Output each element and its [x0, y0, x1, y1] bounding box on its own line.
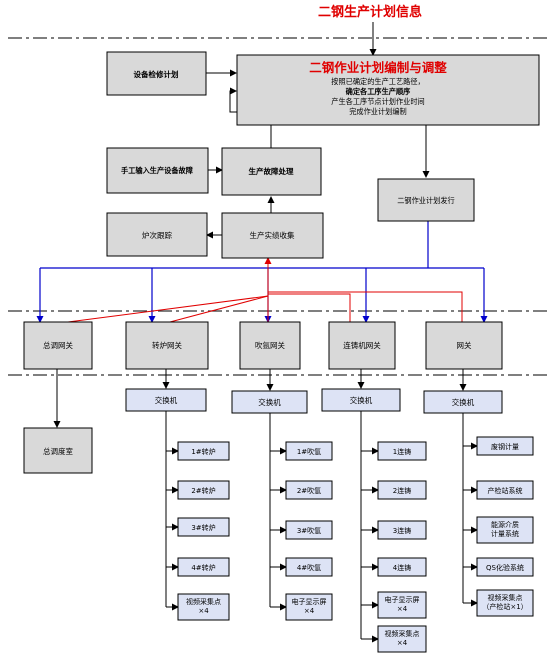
gateway-converter[interactable]: 转炉网关	[125, 321, 209, 370]
fault-handling-box[interactable]: 生产故障处理	[221, 147, 322, 196]
device-node-label: 视频采集点	[385, 629, 420, 638]
device-node[interactable]: 电子显示屏×4	[285, 593, 333, 621]
gateway-argon[interactable]: 吹氩网关	[239, 321, 301, 370]
device-node[interactable]: 视频采集点×4	[377, 625, 427, 653]
main-plan-heading: 二钢作业计划编制与调整	[309, 60, 447, 75]
device-node-label: 视频采集点	[186, 597, 221, 606]
device-node-label: 电子显示屏	[385, 595, 420, 604]
device-node-label: ×4	[397, 605, 408, 613]
device-node[interactable]: 4#转炉	[177, 557, 230, 577]
device-node[interactable]: 电子显示屏×4	[377, 591, 427, 619]
gateway-dispatch[interactable]: 总调网关	[23, 321, 93, 370]
performance-collection-label: 生产实绩收集	[250, 230, 295, 240]
gateway-caster[interactable]: 连铸机网关	[328, 321, 396, 370]
dispatch-room-label: 总调度室	[43, 446, 73, 456]
device-node[interactable]: 1连铸	[377, 441, 427, 461]
device-node-label: 视频采集点	[488, 593, 523, 602]
device-node-label: 4#吹氩	[297, 563, 321, 572]
dispatch-room-box[interactable]: 总调度室	[23, 427, 93, 474]
gateway-connectors	[53, 369, 467, 428]
device-node[interactable]: 4#吹氩	[285, 557, 333, 577]
switch-label: 交换机	[350, 395, 373, 405]
manual-fault-input-label: 手工输入生产设备故障	[121, 166, 194, 175]
device-node-label: 3#转炉	[191, 523, 215, 532]
device-node-label: 能源介质	[491, 520, 519, 529]
device-node-label: ×4	[198, 607, 209, 615]
device-node-label: 2连铸	[393, 486, 411, 495]
device-node-label: （产检站×1）	[482, 602, 527, 611]
plan-release-label: 二钢作业计划发行	[397, 196, 455, 205]
device-node[interactable]: 2#吹氩	[285, 480, 333, 500]
device-node[interactable]: 2#转炉	[177, 480, 230, 500]
gateway-argon-label: 吹氩网关	[255, 340, 285, 350]
device-node[interactable]: 3连铸	[377, 520, 427, 540]
device-node[interactable]: 3#吹氩	[285, 520, 333, 540]
gateway-generic-label: 网关	[457, 340, 472, 350]
switch-box-3[interactable]: 交换机	[321, 388, 401, 412]
main-plan-line-2: 确定各工序生产顺序	[346, 87, 412, 96]
main-plan-line-1: 按照已确定的生产工艺路径，	[331, 77, 424, 86]
maintenance-plan-box[interactable]: 设备检修计划	[106, 51, 207, 96]
device-node-label: 1#转炉	[191, 447, 215, 456]
switch-box-4[interactable]: 交换机	[423, 390, 503, 414]
device-node-label: 1#吹氩	[297, 447, 321, 456]
device-node-label: 产检站系统	[488, 486, 523, 495]
performance-collection-box[interactable]: 生产实绩收集	[221, 212, 324, 259]
device-nodes: 交换机1#转炉2#转炉3#转炉4#转炉视频采集点×4交换机1#吹氩2#吹氩3#吹…	[125, 388, 534, 653]
switch-label: 交换机	[452, 397, 475, 407]
device-node-label: 4#转炉	[191, 563, 215, 572]
device-node[interactable]: 产检站系统	[476, 480, 534, 500]
plan-release-box[interactable]: 二钢作业计划发行	[377, 178, 475, 222]
device-node-label: ×4	[397, 639, 408, 647]
switch-box-1[interactable]: 交换机	[125, 388, 207, 412]
main-plan-line-3: 产生各工序节点计划作业时间	[331, 97, 424, 106]
device-node-label: 3#吹氩	[297, 526, 321, 535]
device-node[interactable]: QS化验系统	[476, 557, 534, 577]
device-node-label: 2#转炉	[191, 486, 215, 495]
device-node[interactable]: 废钢计量	[476, 436, 534, 456]
device-node-label: ×4	[304, 607, 315, 615]
device-node[interactable]: 1#吹氩	[285, 441, 333, 461]
device-node-label: 1连铸	[393, 447, 411, 456]
device-node-label: 废钢计量	[491, 442, 519, 451]
device-node[interactable]: 视频采集点×4	[177, 593, 230, 621]
device-node-label: 3连铸	[393, 526, 411, 535]
main-plan-box[interactable]: 二钢作业计划编制与调整 按照已确定的生产工艺路径， 确定各工序生产顺序 产生各工…	[236, 54, 540, 126]
furnace-tracking-box[interactable]: 炉次跟踪	[106, 212, 208, 257]
switch-box-2[interactable]: 交换机	[231, 390, 308, 414]
device-node[interactable]: 1#转炉	[177, 441, 230, 461]
device-node-label: 电子显示屏	[292, 597, 327, 606]
gateway-caster-label: 连铸机网关	[343, 340, 381, 350]
device-node[interactable]: 视频采集点（产检站×1）	[476, 589, 534, 617]
device-node-label: 4连铸	[393, 563, 411, 572]
gateway-generic[interactable]: 网关	[425, 321, 503, 370]
switch-branches	[165, 411, 478, 643]
diagram-title: 二钢生产计划信息	[318, 4, 422, 20]
feedback-lines	[67, 257, 463, 323]
gateway-converter-label: 转炉网关	[152, 340, 182, 350]
main-plan-line-4: 完成作业计划编制	[349, 107, 407, 116]
device-node-label: QS化验系统	[486, 563, 524, 572]
device-node-label: 2#吹氩	[297, 486, 321, 495]
device-node-label: 计量系统	[491, 529, 519, 538]
device-node[interactable]: 2连铸	[377, 480, 427, 500]
device-node[interactable]: 4连铸	[377, 557, 427, 577]
device-node[interactable]: 3#转炉	[177, 517, 230, 537]
gateway-dispatch-label: 总调网关	[43, 340, 73, 350]
furnace-tracking-label: 炉次跟踪	[142, 230, 172, 240]
fault-handling-label: 生产故障处理	[249, 166, 294, 176]
maintenance-plan-label: 设备检修计划	[134, 69, 179, 79]
switch-label: 交换机	[258, 397, 281, 407]
switch-label: 交换机	[155, 395, 178, 405]
manual-fault-input-box[interactable]: 手工输入生产设备故障	[106, 147, 209, 194]
